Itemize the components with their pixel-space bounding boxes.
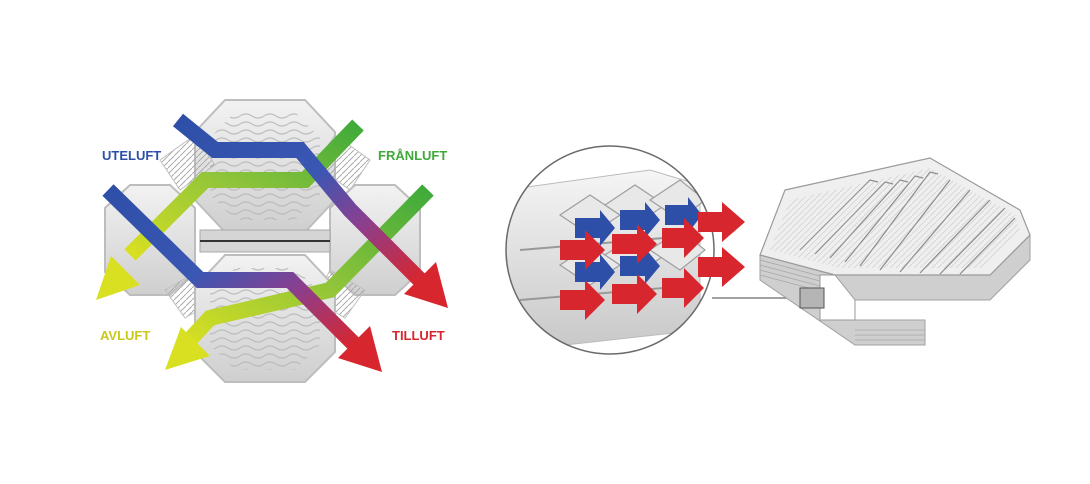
franluft-arrow-upper <box>124 119 364 261</box>
label-tilluft: TILLUFT <box>392 328 445 343</box>
uteluft-arrow-lower <box>102 184 361 351</box>
label-franluft: FRÅNLUFT <box>378 148 447 163</box>
plate-pack <box>759 157 1031 346</box>
label-uteluft: UTELUFT <box>102 148 161 163</box>
detail-marker <box>799 287 825 309</box>
label-avluft: AVLUFT <box>100 328 150 343</box>
uteluft-arrow-upper <box>172 113 426 286</box>
flow-arrows <box>96 113 448 372</box>
